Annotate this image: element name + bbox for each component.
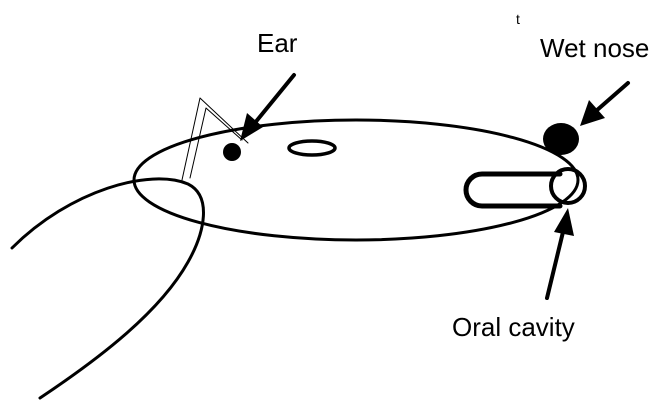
wet-nose-label: Wet nose xyxy=(540,33,649,63)
wet-nose-blob xyxy=(543,123,579,155)
ear-label: Ear xyxy=(257,28,298,58)
ear-arrow-shaft xyxy=(254,75,294,124)
wet-nose-arrow-shaft xyxy=(596,83,628,111)
ear-flap-lines-inner xyxy=(190,108,242,178)
oral-cavity-arrowhead xyxy=(554,208,574,236)
oral-cavity-label: Oral cavity xyxy=(452,312,575,342)
stray-mark-label: t xyxy=(516,11,520,27)
oral-cavity-arrow-shaft xyxy=(547,232,563,298)
eye-ring xyxy=(289,141,335,155)
oral-cavity-slot xyxy=(466,174,560,206)
neck-body-curve xyxy=(12,179,203,398)
ear-dot xyxy=(223,143,241,161)
head-outline xyxy=(134,120,578,240)
